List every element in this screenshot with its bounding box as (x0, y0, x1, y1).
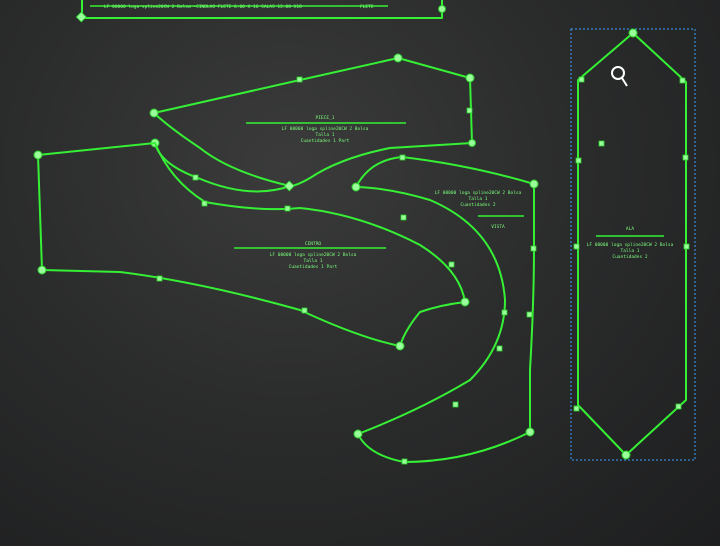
pattern-piece-collar[interactable]: LF 00000 loga spline20CW 2 Bolsa Talla 1… (351, 154, 539, 465)
strip-piece-name: ALA (626, 226, 634, 232)
collar-piece-tag: VISTA (491, 224, 505, 230)
collar-piece-line3: Cuantidades 2 (460, 202, 496, 208)
top-bar-label: LF 00000 loga spline20CW 2 Bolsa -CINBLA… (104, 4, 302, 10)
sleeve-piece-line1: LF 00000 loga spline20CW 2 Bolsa (282, 126, 369, 132)
strip-piece-line2: Talla 1 (621, 248, 640, 254)
pattern-piece-sleeve[interactable]: PIECE_1 LF 00000 loga spline20CW 2 Bolsa… (149, 53, 476, 193)
strip-piece-line3: Cuantidades 2 (612, 254, 648, 260)
collar-piece-line2: Talla 1 (469, 196, 488, 202)
top-piece[interactable]: LF 00000 loga spline20CW 2 Bolsa -CINBLA… (75, 0, 446, 23)
front-piece-line1: LF 00000 loga spline20CW 2 Bolsa (270, 252, 357, 258)
strip-piece-line1: LF 00000 loga spline20CW 2 Bolsa (587, 242, 674, 248)
top-bar-end-label: FLETE (360, 4, 374, 10)
front-piece-line3: Cuantidades 1 Part (289, 264, 338, 270)
sleeve-piece-name: PIECE_1 (316, 115, 335, 121)
front-piece-name: CENTRO (305, 241, 322, 247)
pattern-piece-strip[interactable]: ALA LF 00000 loga spline20CW 2 Bolsa Tal… (570, 28, 696, 461)
sleeve-piece-line3: Cuantidades 1 Part (301, 138, 350, 144)
front-piece-line2: Talla 1 (304, 258, 323, 264)
sleeve-piece-line2: Talla 1 (316, 132, 335, 138)
pattern-piece-front[interactable]: CENTRO LF 00000 loga spline20CW 2 Bolsa … (33, 142, 470, 351)
collar-piece-line1: LF 00000 loga spline20CW 2 Bolsa (435, 190, 522, 196)
magnifier-cursor-icon (611, 66, 628, 87)
